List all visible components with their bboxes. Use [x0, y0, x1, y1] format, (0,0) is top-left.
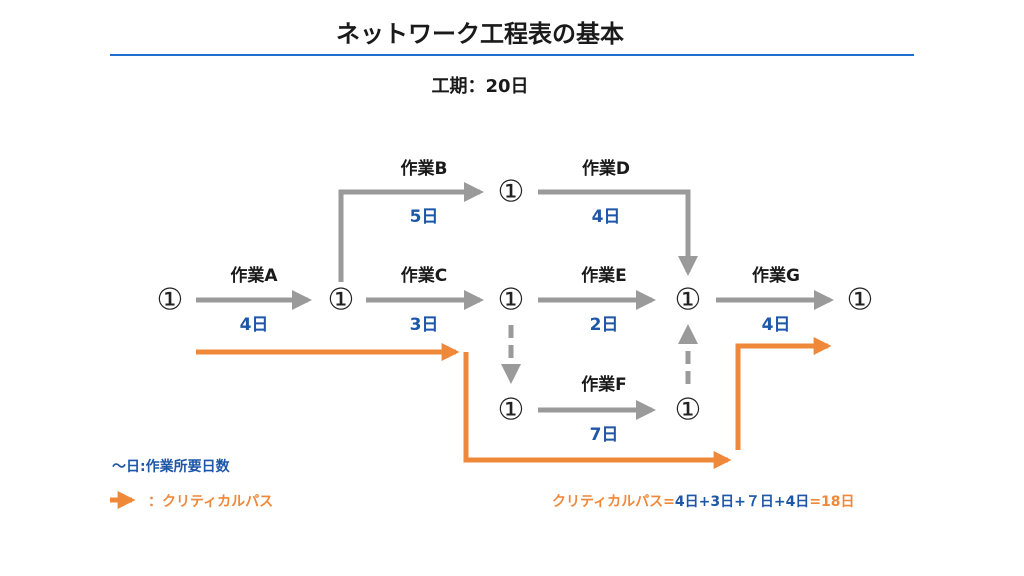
activity-g-duration: 4日	[762, 315, 791, 335]
construction-period: 工期：20日	[431, 76, 529, 97]
node-7: ①	[498, 393, 525, 428]
summary-equals: =	[809, 494, 822, 510]
activity-f-label: 作業F	[581, 374, 627, 395]
summary-terms: 4日+3日+７日+4日	[674, 494, 810, 510]
arrow-activity-d	[538, 189, 698, 276]
page-title: ネットワーク工程表の基本	[336, 20, 624, 48]
critical-path-arrow-2	[463, 352, 732, 469]
node-1: ①	[157, 283, 184, 318]
title-underline	[110, 54, 914, 56]
activity-e-label: 作業E	[581, 265, 627, 286]
activity-f-duration: 7日	[590, 425, 619, 445]
node-5: ①	[675, 283, 702, 318]
activity-e-duration: 2日	[590, 315, 619, 335]
summary-prefix: クリティカルパス=	[552, 494, 675, 510]
node-6: ①	[847, 283, 874, 318]
activity-d-duration: 4日	[592, 207, 621, 227]
activity-g-label: 作業G	[752, 265, 800, 286]
activity-d-label: 作業D	[582, 158, 630, 179]
activity-c-duration: 3日	[410, 315, 439, 335]
legend-duration: ～日:作業所要日数	[112, 459, 230, 475]
node-2: ①	[328, 283, 355, 318]
arrow-activity-b	[338, 182, 484, 282]
activity-b-duration: 5日	[410, 207, 439, 227]
activity-b-label: 作業B	[401, 158, 448, 179]
node-3: ①	[498, 175, 525, 210]
critical-path-arrow-3	[735, 337, 832, 450]
legend-critical-path: ：クリティカルパス	[148, 494, 274, 510]
activity-a-label: 作業A	[230, 265, 278, 286]
diagram-panel	[80, 0, 944, 576]
activity-c-label: 作業C	[401, 265, 447, 286]
activity-a-duration: 4日	[240, 315, 269, 335]
node-4: ①	[498, 283, 525, 318]
summary-total: 18日	[821, 494, 855, 510]
critical-path-summary: クリティカルパス=4日+3日+７日+4日=18日	[552, 491, 855, 511]
node-8: ①	[675, 393, 702, 428]
